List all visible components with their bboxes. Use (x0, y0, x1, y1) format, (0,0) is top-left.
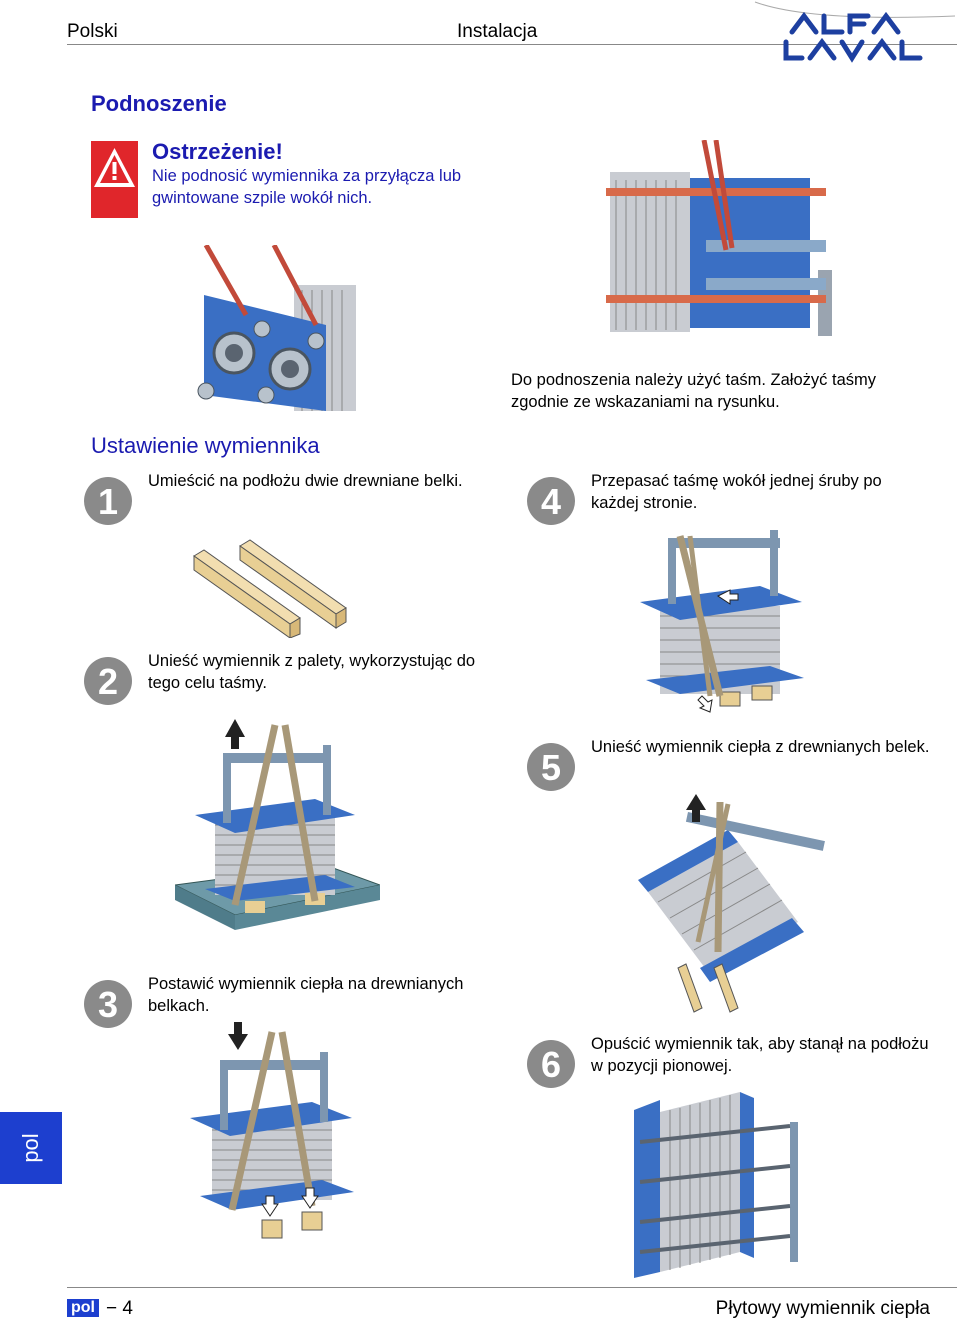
step-3-text: Postawić wymiennik ciepła na drewnianych… (148, 975, 464, 1015)
illustration-lift-from-pallet (175, 719, 380, 930)
language-side-tab-label: pol (18, 1133, 43, 1163)
illustration-strap-frame (606, 140, 832, 336)
section-title: Ustawienie wymiennika (91, 433, 320, 458)
header-section: Instalacja (457, 21, 538, 42)
footer-page-number: − 4 (106, 1298, 133, 1319)
step-2-number: 2 (84, 657, 132, 705)
illustration-connections (197, 245, 356, 411)
step-5-text: Unieść wymiennik ciepła z drewnianych be… (591, 738, 930, 756)
illustration-set-on-beams (190, 1022, 354, 1239)
warning-box (91, 141, 138, 218)
step-6-text: Opuścić wymiennik tak, aby stanął na pod… (591, 1035, 929, 1075)
footer-doc-title: Płytowy wymiennik ciepła (715, 1298, 930, 1319)
lifting-note: Do podnoszenia należy użyć taśm. Założyć… (511, 371, 876, 411)
page-title: Podnoszenie (91, 91, 227, 116)
warning-title: Ostrzeżenie! (152, 139, 283, 164)
step-1-number: 1 (84, 477, 132, 525)
alfa-laval-logo (754, 1, 956, 63)
header-rule (67, 44, 957, 45)
step-2-text: Unieść wymiennik z palety, wykorzystując… (148, 652, 476, 692)
step-3-number: 3 (84, 980, 132, 1028)
step-6-number: 6 (527, 1040, 575, 1088)
illustration-wooden-beams (193, 539, 347, 638)
warning-text: Nie podnosić wymiennika za przyłącza lub… (152, 167, 462, 207)
step-5-number: 5 (527, 743, 575, 791)
footer-language-badge: pol (67, 1299, 99, 1317)
illustration-strap-around-bolt (640, 530, 804, 713)
language-side-tab: pol (0, 1112, 62, 1184)
warning-triangle-icon (94, 148, 135, 187)
step-1-text: Umieścić na podłożu dwie drewniane belki… (148, 472, 463, 490)
step-4-text: Przepasać taśmę wokół jednej śruby po ka… (591, 472, 882, 512)
illustration-upright-exchanger (634, 1092, 798, 1278)
illustration-lift-from-beams (638, 794, 825, 1013)
footer-rule (67, 1287, 957, 1288)
header-language: Polski (67, 21, 118, 42)
step-4-number: 4 (527, 477, 575, 525)
